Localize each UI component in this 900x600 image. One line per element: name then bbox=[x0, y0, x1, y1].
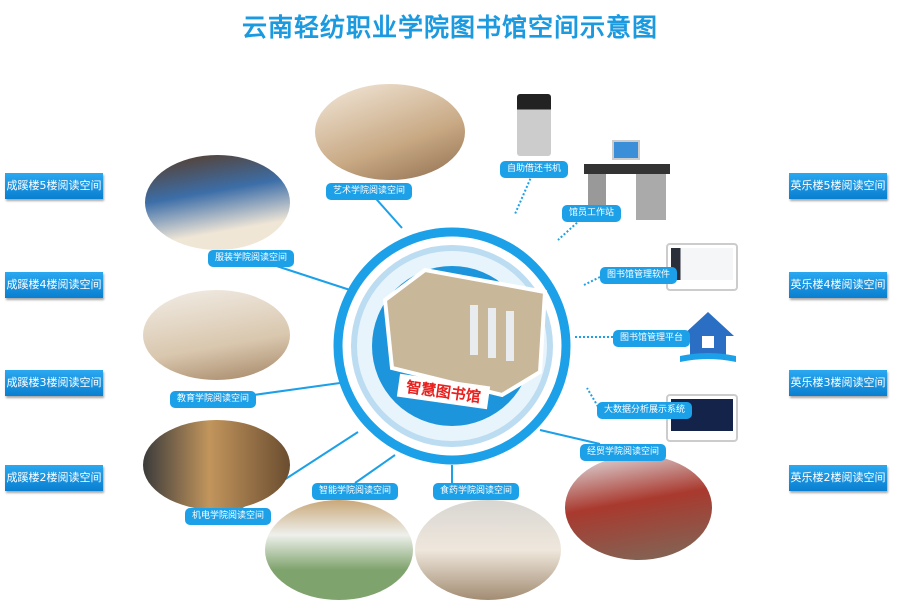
right-building-2f[interactable]: 英乐楼2楼阅读空间 bbox=[789, 465, 887, 491]
mechatronics-college-label[interactable]: 机电学院阅读空间 bbox=[185, 508, 272, 525]
education-college-photo bbox=[143, 290, 290, 380]
software-label[interactable]: 图书馆管理软件 bbox=[600, 267, 678, 284]
left-building-5f[interactable]: 成蹊楼5楼阅读空间 bbox=[5, 173, 103, 199]
right-building-3f[interactable]: 英乐楼3楼阅读空间 bbox=[789, 370, 887, 396]
workstation-label[interactable]: 馆员工作站 bbox=[562, 205, 622, 222]
left-building-3f[interactable]: 成蹊楼3楼阅读空间 bbox=[5, 370, 103, 396]
platform-label[interactable]: 图书馆管理平台 bbox=[613, 330, 691, 347]
intelligence-college-label[interactable]: 智能学院阅读空间 bbox=[312, 483, 399, 500]
trade-college-photo bbox=[565, 455, 712, 560]
left-building-4f[interactable]: 成蹊楼4楼阅读空间 bbox=[5, 272, 103, 298]
intelligence-college-photo bbox=[265, 500, 413, 600]
right-building-5f[interactable]: 英乐楼5楼阅读空间 bbox=[789, 173, 887, 199]
fashion-college-photo bbox=[145, 155, 290, 250]
fashion-college-label[interactable]: 服装学院阅读空间 bbox=[208, 250, 295, 267]
art-college-label[interactable]: 艺术学院阅读空间 bbox=[326, 183, 413, 200]
management-software-tablet bbox=[666, 243, 738, 291]
food-drug-college-photo bbox=[415, 500, 561, 600]
library-floorplan bbox=[382, 267, 548, 398]
right-building-4f[interactable]: 英乐楼4楼阅读空间 bbox=[789, 272, 887, 298]
house-book-icon bbox=[678, 310, 738, 366]
kiosk-image bbox=[517, 94, 551, 156]
workstation-image bbox=[584, 140, 670, 220]
page-title: 云南轻纺职业学院图书馆空间示意图 bbox=[241, 13, 658, 42]
kiosk-label[interactable]: 自助借还书机 bbox=[500, 161, 569, 178]
education-college-label[interactable]: 教育学院阅读空间 bbox=[170, 391, 257, 408]
left-building-2f[interactable]: 成蹊楼2楼阅读空间 bbox=[5, 465, 103, 491]
food-drug-college-label[interactable]: 食药学院阅读空间 bbox=[433, 483, 520, 500]
mechatronics-college-photo bbox=[143, 420, 290, 510]
trade-college-label[interactable]: 经贸学院阅读空间 bbox=[580, 444, 667, 461]
art-college-photo bbox=[315, 84, 465, 180]
bigdata-label[interactable]: 大数据分析展示系统 bbox=[597, 402, 693, 419]
